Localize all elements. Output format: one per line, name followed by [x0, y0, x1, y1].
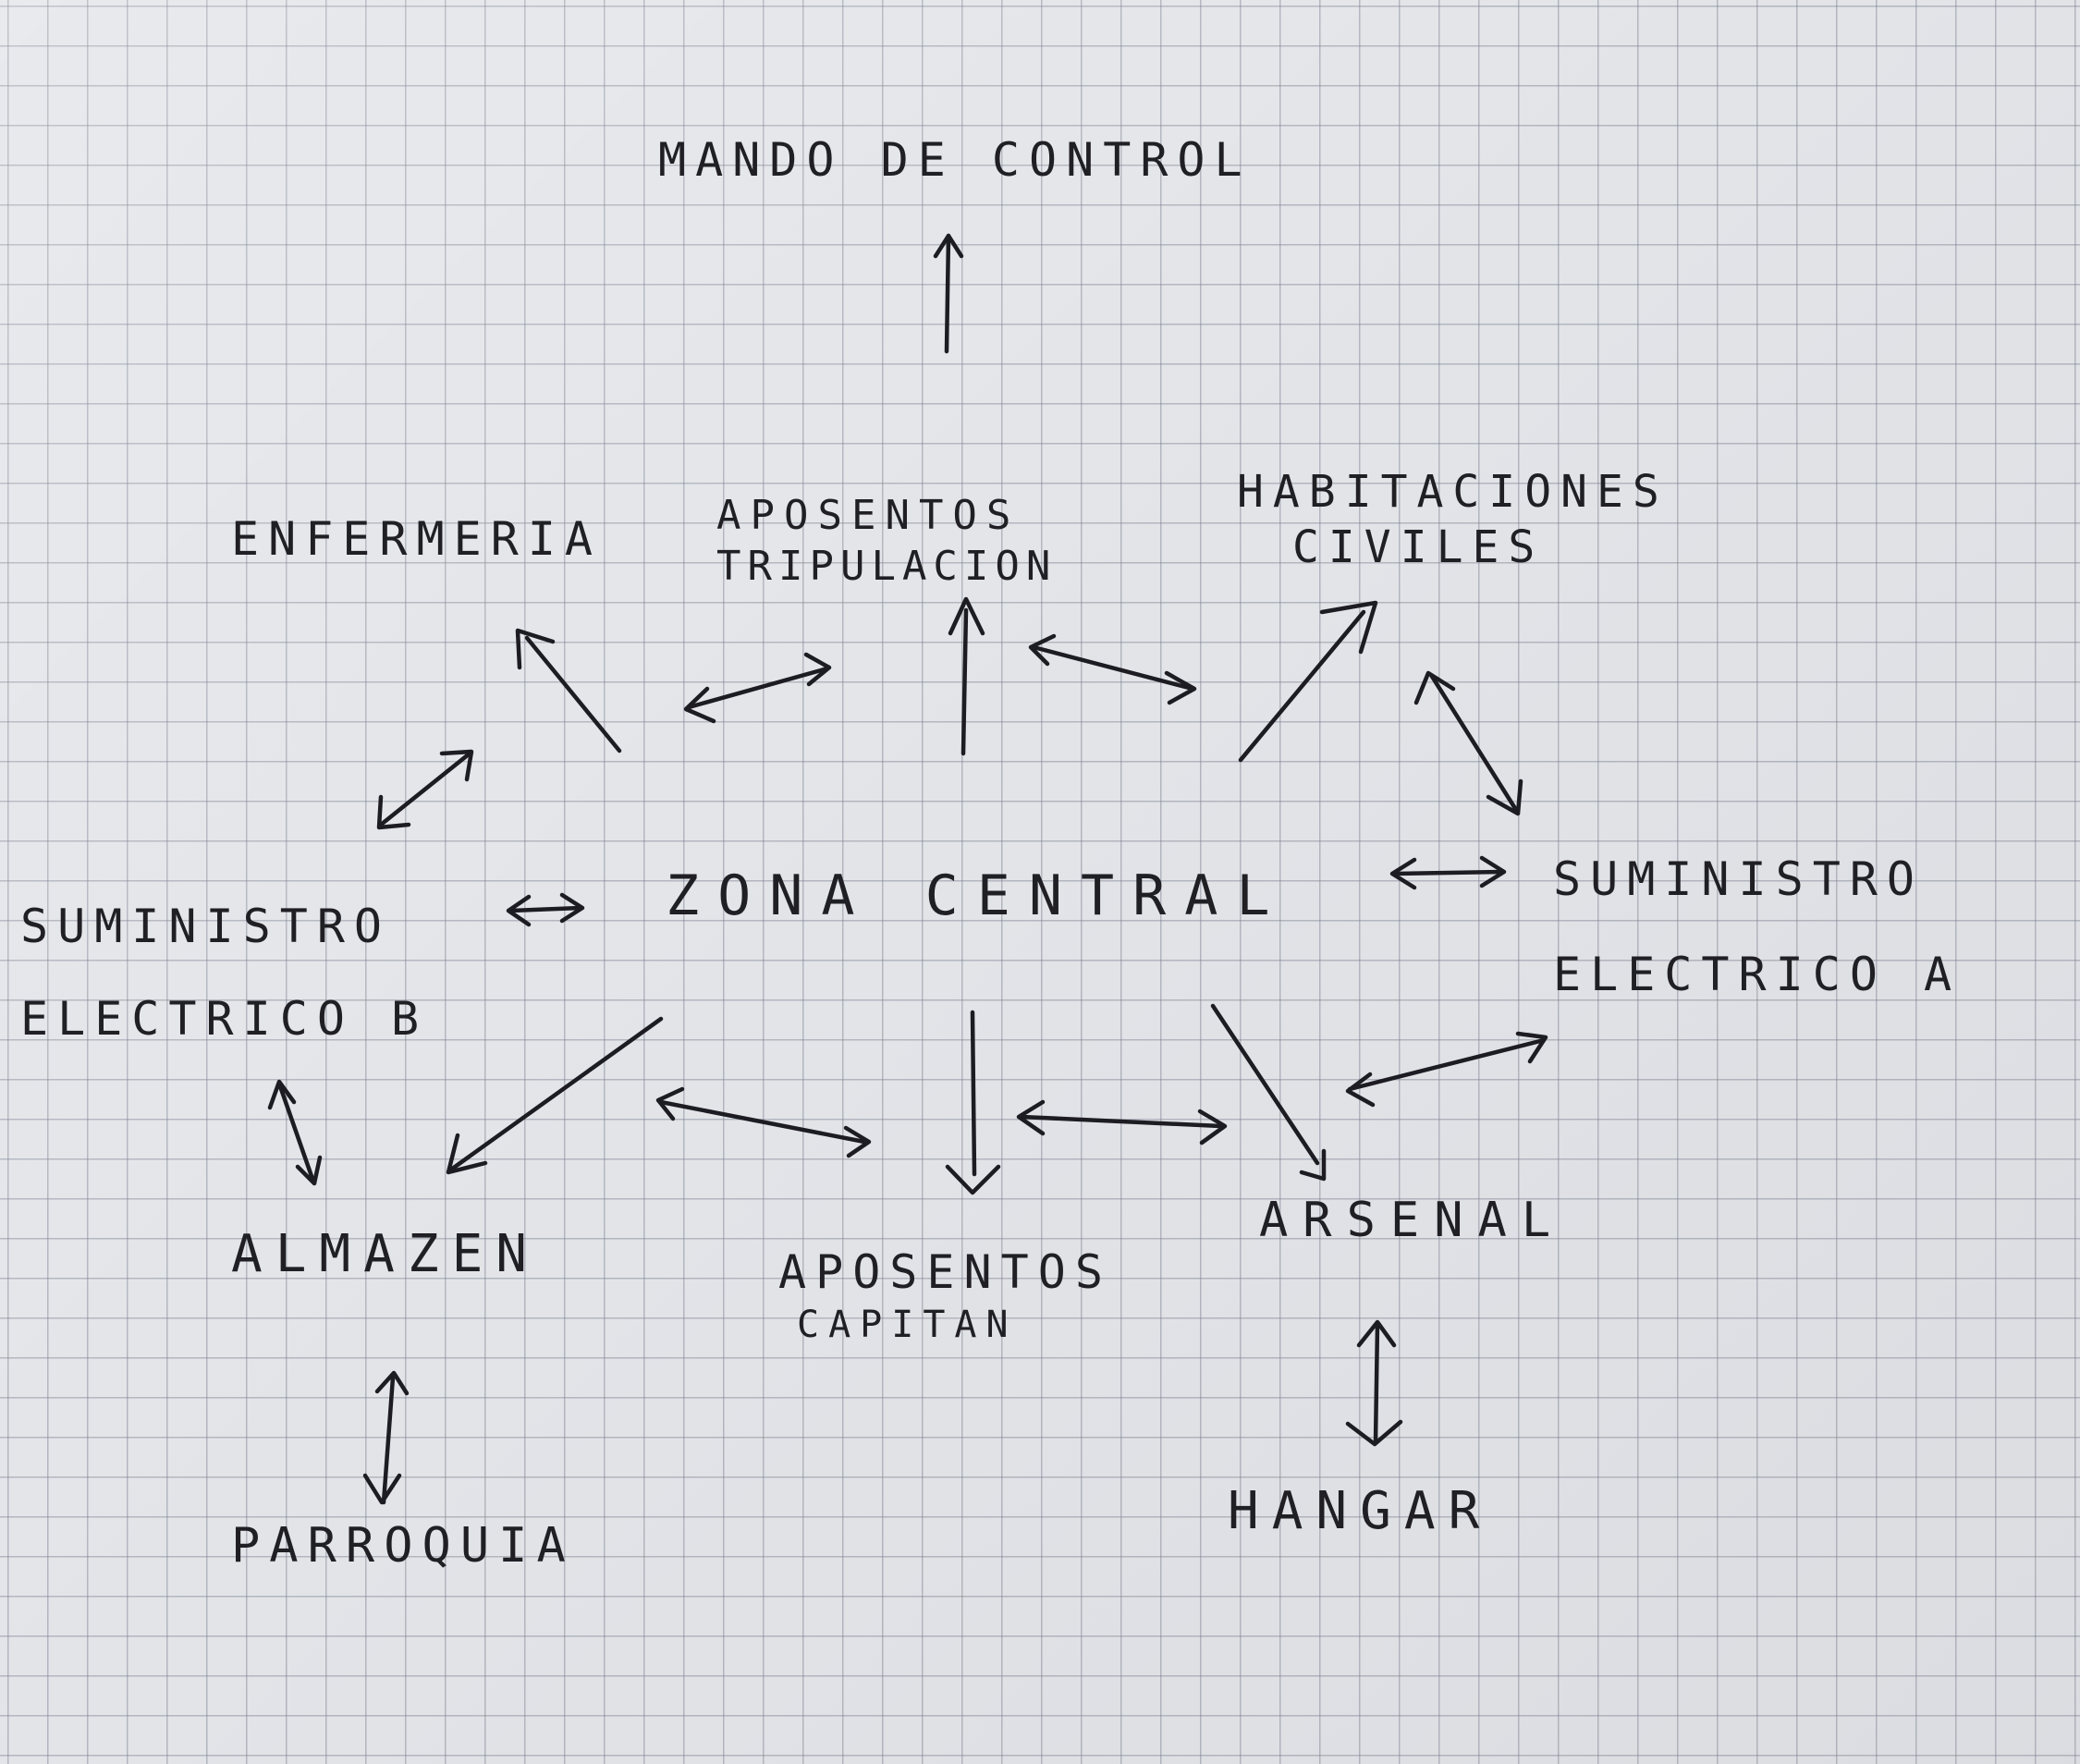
arrow-zona-central-to-mando-de-control	[933, 233, 964, 354]
arrow-zona-central-suministro-a	[1389, 855, 1507, 890]
arrow-habitaciones-civiles-suministro-a	[1413, 670, 1523, 816]
node-aposentos-tripulacion-line-2: TRIPULACION	[716, 543, 1058, 590]
node-suministro-electrico-a-line-2: ELECTRICO A	[1553, 947, 1962, 1001]
arrow-zona-central-to-habitaciones-civiles	[1238, 600, 1378, 763]
node-habitaciones-civiles-line-1: HABITACIONES	[1237, 466, 1669, 518]
node-arsenal: ARSENAL	[1259, 1191, 1565, 1251]
node-hangar-line-1: HANGAR	[1228, 1481, 1493, 1541]
arrow-zona-central-to-enfermeria	[515, 628, 622, 753]
node-enfermeria: ENFERMERIA	[231, 510, 602, 569]
node-suministro-electrico-a-line-1: SUMINISTRO	[1553, 852, 1925, 906]
node-enfermeria-line-1: ENFERMERIA	[231, 512, 603, 566]
arrow-aposentos-tripulacion-habitaciones-civiles	[1028, 633, 1197, 705]
node-suministro-electrico-b-line-2: ELECTRICO B	[20, 992, 429, 1046]
node-parroquia: PARROQUIA	[231, 1516, 575, 1576]
arrow-zona-central-to-arsenal	[1210, 1003, 1327, 1182]
arrow-aposentos-capitan-arsenal	[1016, 1099, 1228, 1145]
node-habitaciones-civiles: HABITACIONES CIVILES	[1237, 464, 1669, 575]
node-aposentos-capitan-line-1: APOSENTOS	[778, 1245, 1112, 1299]
node-aposentos-tripulacion-line-1: APOSENTOS	[716, 492, 1021, 539]
node-arsenal-line-1: ARSENAL	[1259, 1193, 1566, 1248]
arrow-zona-central-to-almazen	[446, 1016, 664, 1175]
arrow-almazen-parroquia	[362, 1370, 410, 1505]
node-parroquia-line-1: PARROQUIA	[231, 1518, 575, 1574]
arrow-zona-central-to-aposentos-capitan	[945, 1010, 1001, 1195]
node-mando-de-control-line-1: MANDO DE CONTROL	[658, 133, 1252, 187]
node-almazen-line-1: ALMAZEN	[231, 1224, 541, 1284]
arrow-enfermeria-aposentos-tripulacion	[683, 652, 832, 724]
arrow-suministro-b-almazen	[267, 1079, 323, 1186]
node-zona-central: ZONA CENTRAL	[666, 862, 1288, 931]
node-mando-de-control: MANDO DE CONTROL	[658, 131, 1252, 190]
arrow-zona-central-suministro-b	[506, 892, 585, 927]
arrow-arsenal-suministro-a	[1345, 1031, 1548, 1108]
node-aposentos-capitan: APOSENTOS CAPITAN	[778, 1243, 1112, 1348]
arrow-zona-central-to-aposentos-tripulacion	[948, 596, 985, 756]
arrow-suministro-b-enfermeria	[376, 749, 474, 830]
node-zona-central-line-1: ZONA CENTRAL	[666, 864, 1289, 928]
arrow-almazen-aposentos-capitan	[655, 1086, 872, 1158]
node-almazen: ALMAZEN	[231, 1222, 540, 1287]
node-hangar: HANGAR	[1228, 1479, 1492, 1544]
node-suministro-electrico-b: SUMINISTRO ELECTRICO B	[20, 880, 428, 1065]
node-habitaciones-civiles-line-2: CIVILES	[1292, 521, 1545, 573]
node-suministro-electrico-b-line-1: SUMINISTRO	[20, 900, 392, 953]
node-aposentos-tripulacion: APOSENTOS TRIPULACION	[716, 490, 1057, 592]
arrow-arsenal-hangar	[1345, 1319, 1403, 1447]
node-suministro-electrico-a: SUMINISTRO ELECTRICO A	[1553, 832, 1961, 1022]
node-aposentos-capitan-line-2: CAPITAN	[797, 1303, 1018, 1346]
